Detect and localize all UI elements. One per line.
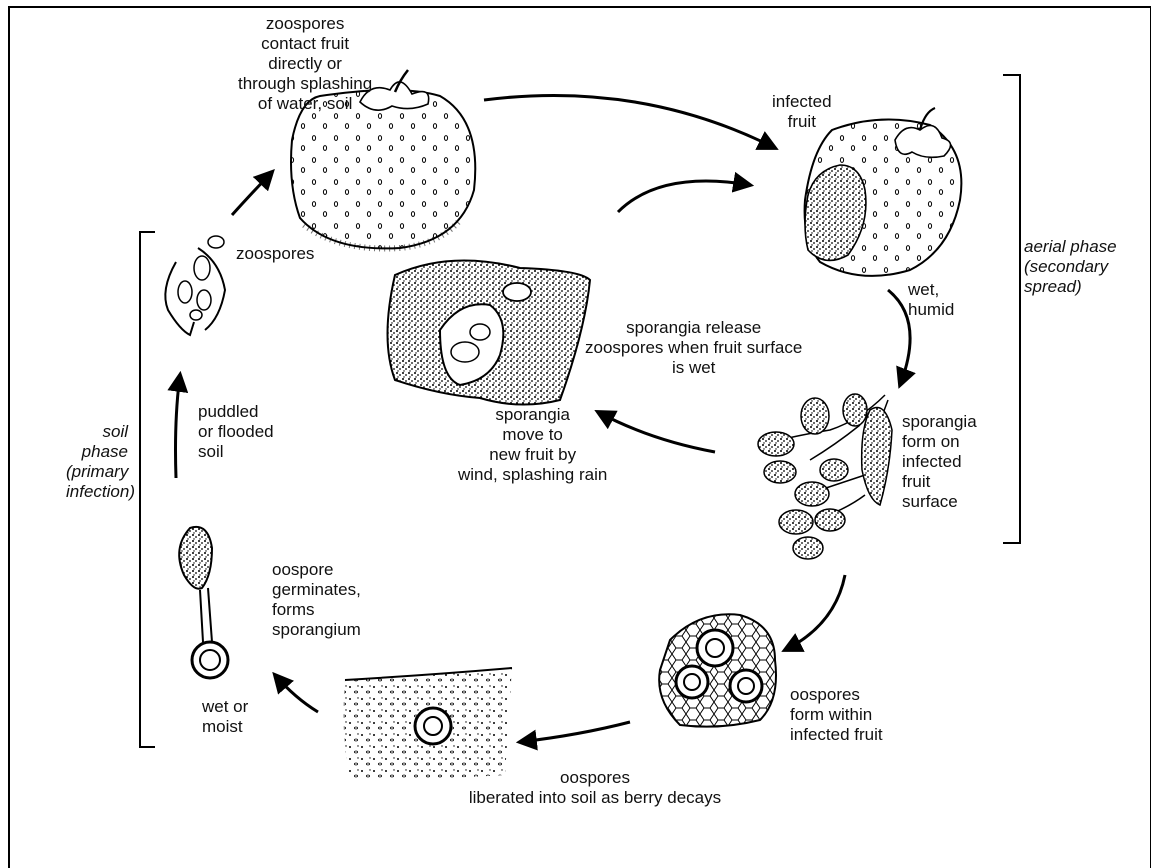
oospores-in-fruit (659, 614, 776, 726)
zoospore-release-drawing (165, 236, 225, 335)
label-sporangia-release: sporangia release zoospores when fruit s… (585, 318, 802, 378)
label-wet-or-moist: wet or moist (202, 697, 248, 737)
arrow-infected-to-sporangia (888, 290, 910, 385)
arrow-to-oospores-form (785, 575, 845, 650)
label-infected-fruit: infected fruit (772, 92, 832, 132)
arrow-to-germination (275, 675, 318, 712)
infected-strawberry (805, 108, 962, 276)
arrow-zoospores-to-fruit (232, 172, 272, 215)
aerial-phase-bracket (1003, 75, 1020, 543)
oospore-in-soil (343, 668, 512, 779)
label-sporangia-move: sporangia move to new fruit by wind, spl… (458, 405, 607, 485)
label-oospores-liberated: oospores liberated into soil as berry de… (440, 768, 750, 808)
label-zoospores: zoospores (236, 244, 314, 264)
fruit-surface-sporangium (388, 260, 591, 404)
arrow-to-oospores-soil (520, 722, 630, 742)
label-puddled-soil: puddled or flooded soil (198, 402, 274, 462)
label-oospores-form: oospores form within infected fruit (790, 685, 883, 745)
label-aerial-phase: aerial phase (secondary spread) (1024, 237, 1117, 297)
arrow-sporangia-to-fruit (618, 181, 750, 212)
label-wet-humid: wet, humid (908, 280, 954, 320)
label-sporangia-form: sporangia form on infected fruit surface (902, 412, 977, 512)
arrow-sporangia-move (598, 412, 715, 452)
soil-phase-bracket (140, 232, 155, 747)
arrow-to-zoospores (176, 375, 181, 478)
label-zoospores-contact: zoospores contact fruit directly or thro… (238, 14, 372, 114)
label-oospore-germinates: oospore germinates, forms sporangium (272, 560, 361, 640)
label-soil-phase: soil phase (primary infection) (66, 422, 128, 502)
germinating-oospore (179, 527, 228, 678)
arrow-fruit-to-infected (484, 95, 775, 148)
sporangia-branches (758, 394, 892, 559)
